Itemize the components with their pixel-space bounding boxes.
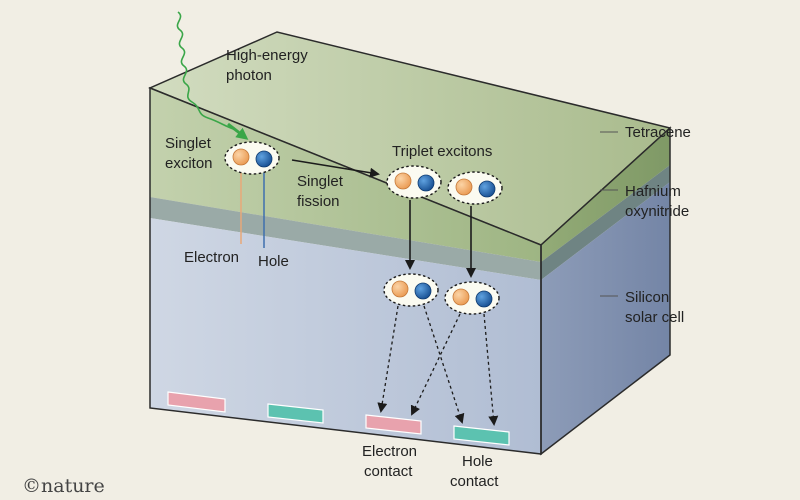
hole-contact-label-line2: contact (450, 473, 499, 490)
electron-particle (232, 148, 250, 166)
photon-label-line1: High-energy (226, 47, 308, 64)
triplet-exciton-1 (386, 165, 442, 199)
singlet-exciton-label-line2: exciton (165, 155, 213, 172)
electron-contact-pad-left (167, 391, 226, 413)
hole-path-1 (423, 305, 465, 424)
silicon-exciton-2 (444, 281, 500, 315)
silicon-exciton-1 (383, 273, 439, 307)
silicon-side-layer (541, 182, 670, 454)
silicon-front-layer (150, 218, 541, 454)
electron-contact-label-line2: contact (364, 463, 413, 480)
singlet-fission-arrow (291, 159, 380, 178)
electron-contact-label-line1: Electron (362, 443, 417, 460)
hafnium-front-layer (150, 197, 541, 280)
singlet-fission-label-line2: fission (297, 193, 340, 210)
nature-credit: ©nature (22, 475, 105, 497)
tetracene-label: Tetracene (625, 124, 691, 141)
singlet-exciton (224, 141, 280, 175)
electron-contact-pad (365, 414, 422, 435)
tetracene-side-layer (541, 128, 670, 262)
electron-path-2 (410, 313, 461, 416)
side-face-outline (540, 126, 671, 456)
hole-path-2 (483, 313, 499, 426)
electron-label: Electron (184, 249, 239, 266)
hafnium-label-line1: Hafnium (625, 183, 681, 200)
photon-arrow (227, 122, 249, 140)
hole-contact-label-line1: Hole (462, 453, 493, 470)
photon-label-line2: photon (226, 67, 272, 84)
silicon-label-line1: Silicon (625, 289, 669, 306)
singlet-fission-label-line1: Singlet (297, 173, 344, 190)
photon-wave (176, 11, 237, 131)
hole-contact-pad (453, 425, 510, 446)
hole-label: Hole (258, 253, 289, 270)
singlet-exciton-label-line1: Singlet (165, 135, 212, 152)
silicon-label-line2: solar cell (625, 309, 684, 326)
triplet-excitons-label: Triplet excitons (392, 143, 492, 160)
triplet-exciton-2 (447, 171, 503, 205)
hafnium-side-layer (541, 165, 670, 280)
hole-contact-pad-left (267, 403, 324, 424)
hafnium-label-line2: oxynitride (625, 203, 689, 220)
hole-particle (255, 150, 273, 168)
